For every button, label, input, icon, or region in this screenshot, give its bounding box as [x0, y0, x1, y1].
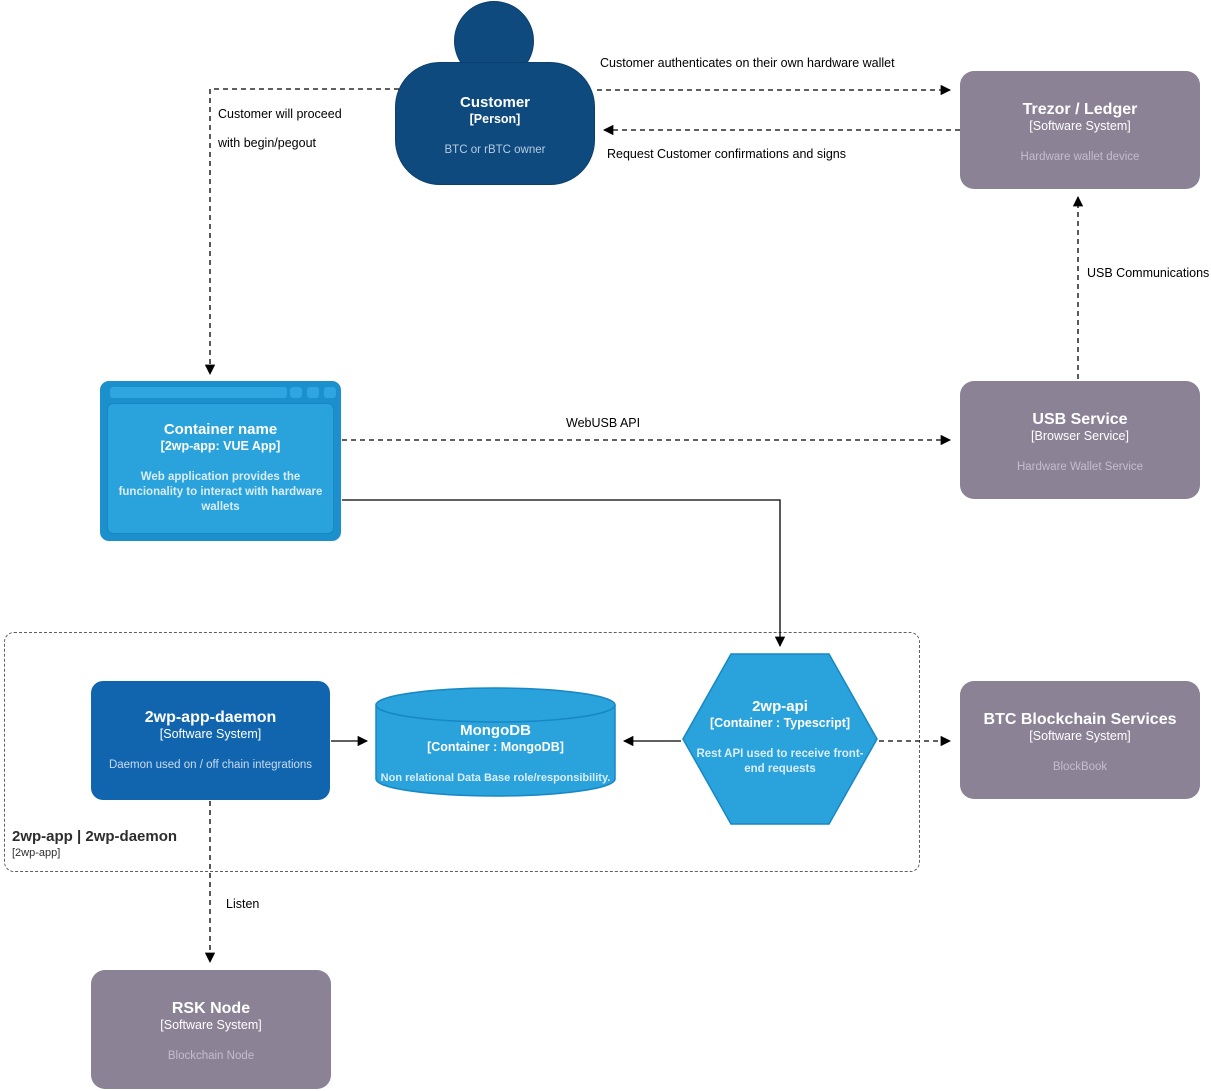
boundary-subtitle: [2wp-app]: [12, 847, 61, 859]
btc-blockchain-node: BTC Blockchain Services [Software System…: [960, 681, 1200, 799]
edge-label-authenticates: Customer authenticates on their own hard…: [600, 56, 895, 70]
daemon-title: 2wp-app-daemon: [144, 709, 277, 726]
edge-customer-to-webapp: [204, 88, 399, 376]
boundary-label: 2wp-app | 2wp-daemon [2wp-app]: [12, 828, 177, 859]
browser-titlebar: [100, 381, 341, 403]
edge-label-proceed-line2: with begin/pegout: [218, 136, 316, 150]
api-title: 2wp-api: [752, 698, 808, 715]
api-node: 2wp-api [Container : Typescript] Rest AP…: [682, 653, 878, 825]
api-text: 2wp-api [Container : Typescript] Rest AP…: [682, 698, 878, 777]
rsk-node: RSK Node [Software System] Blockchain No…: [91, 970, 331, 1089]
customer-title: Customer: [459, 94, 530, 111]
daemon-description: Daemon used on / off chain integrations: [108, 758, 313, 771]
webapp-subtitle: [2wp-app: VUE App]: [160, 439, 281, 453]
mongodb-node: MongoDB [Container : MongoDB] Non relati…: [375, 686, 616, 798]
rsk-title: RSK Node: [171, 1000, 251, 1017]
browser-button-icon: [290, 387, 302, 398]
edge-label-confirmations: Request Customer confirmations and signs: [607, 147, 847, 161]
browser-addressbar: [110, 387, 287, 398]
browser-button-icon: [307, 387, 319, 398]
usb-service-node: USB Service [Browser Service] Hardware W…: [960, 381, 1200, 499]
customer-description: BTC or rBTC owner: [444, 143, 546, 156]
btc-subtitle: [Software System]: [1029, 729, 1131, 744]
mongodb-subtitle: [Container : MongoDB]: [427, 740, 564, 754]
trezor-ledger-node: Trezor / Ledger [Software System] Hardwa…: [960, 71, 1200, 189]
api-description: Rest API used to receive front-end reque…: [696, 747, 864, 775]
trezor-subtitle: [Software System]: [1029, 119, 1131, 134]
trezor-title: Trezor / Ledger: [1022, 101, 1138, 118]
webapp-container-node: Container name [2wp-app: VUE App] Web ap…: [100, 381, 341, 541]
edge-label-webusb: WebUSB API: [566, 416, 641, 430]
usb-service-description: Hardware Wallet Service: [1016, 460, 1144, 473]
boundary-title: 2wp-app | 2wp-daemon: [12, 828, 178, 845]
usb-service-subtitle: [Browser Service]: [1031, 429, 1129, 444]
edge-label-proceed-line1: Customer will proceed: [218, 107, 342, 121]
customer-subtitle: [Person]: [469, 112, 521, 126]
mongodb-description: Non relational Data Base role/responsibi…: [380, 771, 611, 784]
mongodb-text: MongoDB [Container : MongoDB] Non relati…: [375, 722, 616, 785]
trezor-description: Hardware wallet device: [1020, 150, 1140, 163]
customer-person-node: Customer [Person] BTC or rBTC owner: [395, 62, 595, 185]
hexagon-shape-icon: [682, 653, 878, 825]
rsk-subtitle: [Software System]: [160, 1018, 262, 1033]
api-subtitle: [Container : Typescript]: [709, 716, 851, 730]
daemon-subtitle: [Software System]: [159, 727, 262, 742]
rsk-description: Blockchain Node: [167, 1049, 255, 1062]
webapp-container-body: Container name [2wp-app: VUE App] Web ap…: [107, 403, 334, 534]
database-cylinder-icon: [375, 687, 616, 797]
edge-webapp-to-api: [342, 499, 786, 648]
btc-title: BTC Blockchain Services: [983, 711, 1177, 728]
webapp-description: Web application provides the funcionalit…: [118, 470, 323, 513]
webapp-title: Container name: [163, 421, 278, 438]
browser-button-icon: [324, 387, 336, 398]
edge-label-listen: Listen: [226, 897, 260, 911]
edge-label-usb-communications: USB Communications: [1087, 266, 1210, 280]
daemon-node: 2wp-app-daemon [Software System] Daemon …: [91, 681, 330, 800]
btc-description: BlockBook: [1052, 760, 1108, 773]
usb-service-title: USB Service: [1032, 411, 1128, 428]
mongodb-title: MongoDB: [460, 722, 531, 739]
